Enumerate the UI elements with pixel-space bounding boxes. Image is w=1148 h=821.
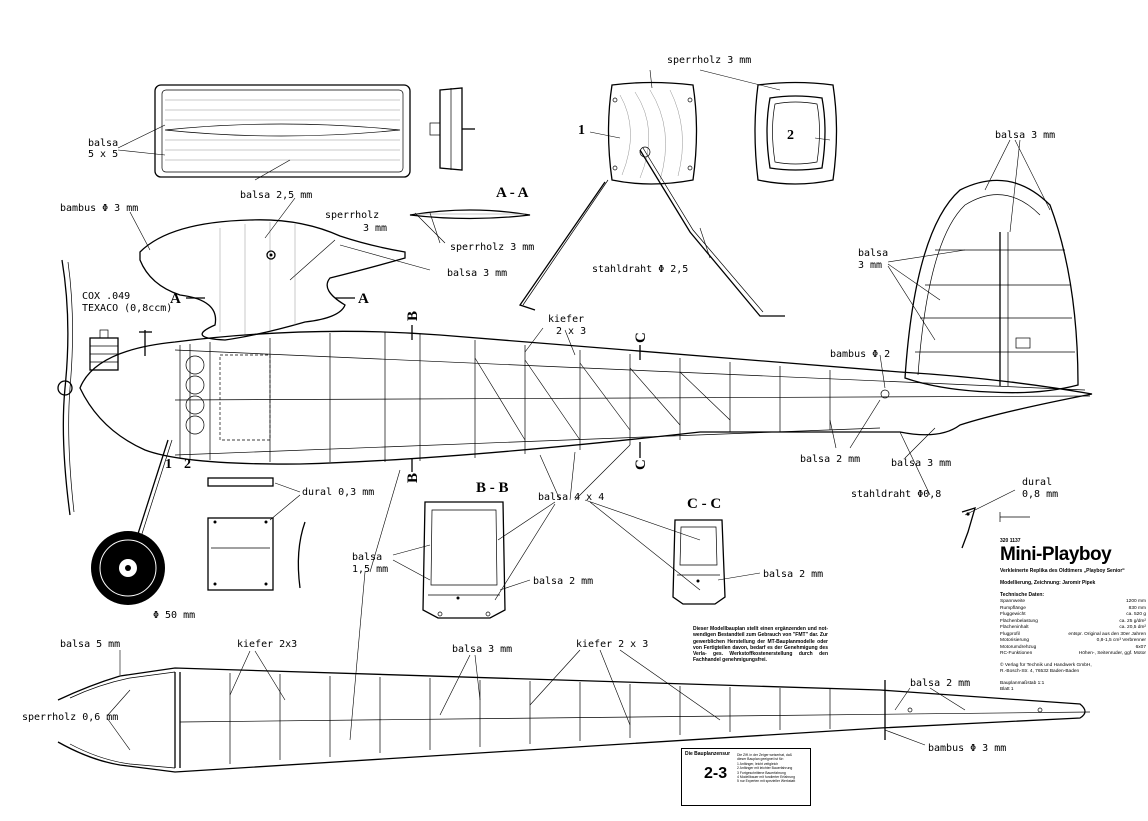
- label-part-2: 2: [787, 128, 794, 143]
- label-sperrholz-3mm-wing: 3 mm: [363, 223, 387, 234]
- label-balsa-2-5: balsa 2,5 mm: [240, 190, 312, 201]
- label-balsa-3mm-bottom: balsa 3 mm: [452, 644, 512, 655]
- label-kiefer-2x3-bottom2: kiefer 2 x 3: [576, 639, 648, 650]
- label-section-c-top: C: [633, 332, 649, 343]
- label-balsa-4x4: balsa 4 x 4: [538, 492, 604, 503]
- label-balsa-2mm-mid: balsa 2 mm: [800, 454, 860, 465]
- label-bambus-2: bambus Φ 2: [830, 349, 890, 360]
- label-stahldraht-2-5: stahldraht Φ 2,5: [592, 264, 688, 275]
- label-dural-0-8-1: dural: [1022, 477, 1052, 488]
- label-balsa-3-wing: balsa 3 mm: [447, 268, 507, 279]
- copyright-notice: Dieser Modellbauplan stellt einen ergänz…: [693, 626, 828, 664]
- label-balsa-5x5-2: 5 x 5: [88, 149, 118, 160]
- wing-pylon: [139, 219, 406, 341]
- bauplanzensur-box: Die Bauplanzensur 2-3 Die Ziff. in der Z…: [681, 748, 811, 806]
- label-kiefer-mid-1: kiefer: [548, 314, 584, 325]
- fin-rudder: [904, 179, 1079, 394]
- label-section-c-bottom: C: [633, 459, 649, 470]
- label-sperrholz-0-6: sperrholz 0,6 mm: [22, 712, 118, 723]
- dural-plate: [207, 477, 306, 591]
- label-wheel-50: Φ 50 mm: [153, 610, 195, 621]
- plan-scale: Bauplanmaßstab 1:1: [1000, 680, 1045, 686]
- label-kiefer-2x3-bottom: kiefer 2x3: [237, 639, 297, 650]
- label-former-1: 1: [165, 457, 172, 472]
- frame-part-2: [754, 81, 838, 185]
- fuselage-top-view: [57, 667, 1091, 773]
- label-stahldraht-0-8: stahldraht Φ0,8: [851, 489, 941, 500]
- title-block: 320 1137 Mini-Playboy Verkleinerte Repli…: [1000, 538, 1146, 694]
- plan-title: Mini-Playboy: [1000, 544, 1112, 565]
- label-sperrholz-3mm-aa: sperrholz 3 mm: [450, 242, 534, 253]
- publisher-address: R.-Bosch-Str. 4, 76532 Baden-Baden: [1000, 669, 1080, 674]
- landing-gear-wheel: [91, 439, 173, 605]
- label-balsa-3mm-tail: balsa 3 mm: [891, 458, 951, 469]
- airfoil-section-aa: [409, 209, 531, 220]
- fuselage-side-view: [79, 330, 1093, 465]
- engine-propeller: [57, 259, 152, 516]
- label-balsa-2mm-bottom: balsa 2 mm: [910, 678, 970, 689]
- label-balsa-fin-2: 3 mm: [858, 260, 882, 271]
- bauplanzensur-heading: Die Bauplanzensur: [685, 751, 731, 757]
- section-bb: [422, 501, 506, 619]
- label-bambus-3-bottom: bambus Φ 3 mm: [928, 743, 1006, 754]
- bauplanzensur-value: 2-3: [704, 765, 728, 782]
- label-section-aa: A - A: [496, 185, 529, 201]
- label-texaco: TEXACO (0,8ccm): [82, 303, 172, 314]
- section-markers: [186, 297, 641, 472]
- label-sperrholz: sperrholz: [325, 210, 379, 221]
- tech-data-heading: Technische Daten:: [1000, 592, 1045, 598]
- label-balsa-5x5-1: balsa: [88, 138, 118, 149]
- wing-panel-plan: [154, 84, 475, 178]
- label-balsa-2mm-bb: balsa 2 mm: [533, 576, 593, 587]
- label-balsa-1-5-1: balsa: [352, 552, 382, 563]
- label-balsa-5mm: balsa 5 mm: [60, 639, 120, 650]
- leader-lines: [106, 69, 1051, 751]
- bauplanzensur-legend: Die Ziff. in der Zeiger weiserhat, daß d…: [737, 753, 796, 784]
- plan-design-credit: Modellierung, Zeichnung: Jaromir Pipek: [1000, 580, 1096, 586]
- label-balsa-3mm-fin: balsa 3 mm: [995, 130, 1055, 141]
- label-section-a-left: A: [170, 291, 181, 307]
- label-section-cc: C - C: [687, 496, 721, 512]
- label-kiefer-mid-2: 2 x 3: [556, 326, 586, 337]
- label-section-b-bottom: B: [405, 473, 421, 483]
- publisher-line: © Verlag für Technik und Handwerk GmbH,: [1000, 662, 1092, 668]
- plan-sheet: Blatt 1: [1000, 687, 1014, 692]
- label-dural-0-8-2: 0,8 mm: [1022, 489, 1058, 500]
- plan-subtitle: Verkleinerte Replika des Oldtimers „Play…: [1000, 568, 1125, 574]
- label-section-b-top: B: [405, 311, 421, 321]
- label-former-2: 2: [184, 457, 191, 472]
- plan-code: 320 1137: [1000, 538, 1021, 544]
- label-part-1: 1: [578, 123, 585, 138]
- label-balsa-fin-1: balsa: [858, 248, 888, 259]
- label-section-bb: B - B: [476, 480, 509, 496]
- landing-gear-plate: [518, 81, 785, 317]
- label-section-a-right: A: [358, 291, 369, 307]
- label-cox-engine: COX .049: [82, 291, 130, 302]
- label-balsa-1-5-2: 1,5 mm: [352, 564, 388, 575]
- label-dural-0-3: dural 0,3 mm: [302, 487, 374, 498]
- label-balsa-2mm-cc: balsa 2 mm: [763, 569, 823, 580]
- section-cc: [672, 519, 726, 605]
- label-sperrholz-3mm-top: sperrholz 3 mm: [667, 55, 751, 66]
- label-bambus-3-top: bambus Φ 3 mm: [60, 203, 138, 214]
